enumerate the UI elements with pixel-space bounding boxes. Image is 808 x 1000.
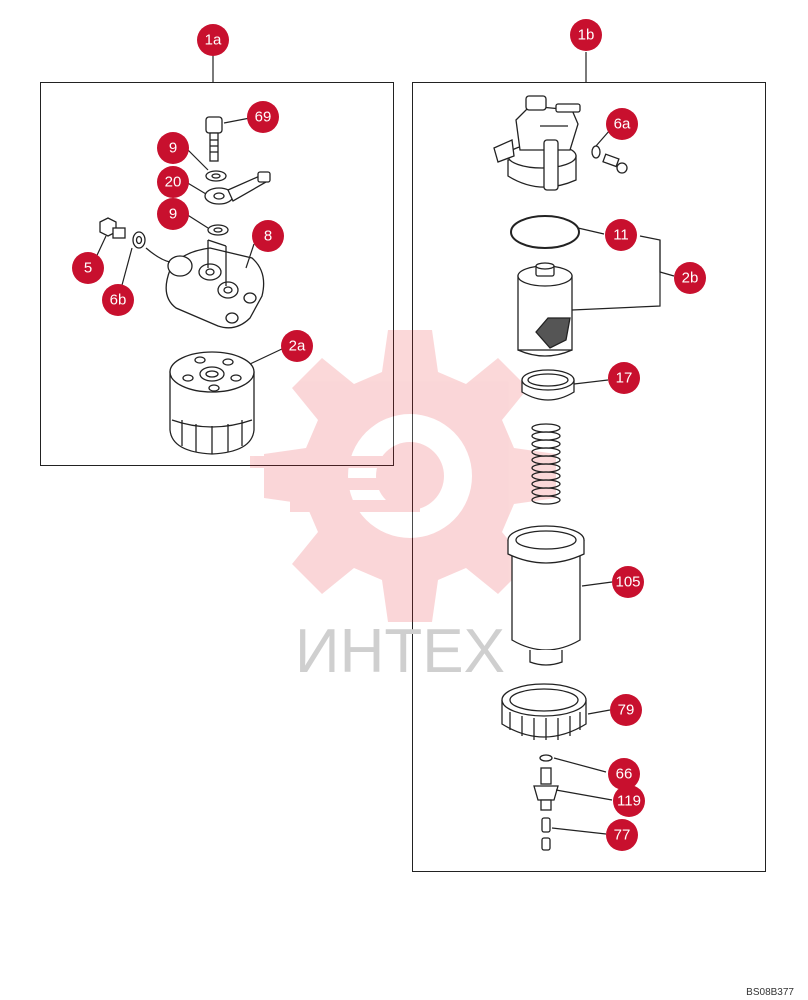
group-1b-parts bbox=[493, 95, 628, 851]
svg-text:77: 77 bbox=[614, 827, 631, 844]
filter-element-part-2b bbox=[517, 262, 573, 357]
callout-1a: 1a bbox=[197, 24, 229, 56]
callout-79: 79 bbox=[610, 694, 642, 726]
callout-17: 17 bbox=[608, 362, 640, 394]
callout-9-lower: 9 bbox=[157, 198, 189, 230]
svg-text:119: 119 bbox=[617, 793, 641, 810]
drain-plug-part-119 bbox=[533, 767, 559, 811]
filter-cartridge-part-2a bbox=[169, 351, 255, 455]
screw-part-6a bbox=[602, 153, 628, 174]
ring-part-17 bbox=[521, 369, 575, 401]
callout-8: 8 bbox=[252, 220, 284, 252]
svg-text:17: 17 bbox=[616, 370, 633, 387]
filter-head-part-8 bbox=[165, 239, 265, 329]
svg-text:11: 11 bbox=[613, 227, 629, 244]
svg-text:1b: 1b bbox=[578, 27, 595, 44]
callout-9-upper: 9 bbox=[157, 132, 189, 164]
pin-part-77 bbox=[541, 817, 551, 851]
callout-66: 66 bbox=[608, 758, 640, 790]
o-ring-part-11 bbox=[510, 215, 580, 249]
group-1b-frame bbox=[412, 82, 766, 872]
group-1a-frame bbox=[40, 82, 394, 466]
ring-nut-part-79 bbox=[501, 683, 587, 740]
svg-text:6a: 6a bbox=[614, 116, 631, 133]
bowl-part-105 bbox=[507, 525, 585, 666]
svg-text:6b: 6b bbox=[110, 292, 127, 309]
svg-text:20: 20 bbox=[165, 174, 182, 191]
svg-text:66: 66 bbox=[616, 766, 633, 783]
callout-2a: 2a bbox=[281, 330, 313, 362]
bolt-part-69 bbox=[205, 116, 223, 162]
svg-text:9: 9 bbox=[169, 140, 177, 157]
svg-text:79: 79 bbox=[618, 702, 635, 719]
banjo-fitting-part-20 bbox=[204, 171, 271, 205]
svg-text:1a: 1a bbox=[205, 32, 222, 49]
drawing-code: BS08B377 bbox=[746, 987, 794, 998]
svg-text:9: 9 bbox=[169, 206, 177, 223]
callout-6a: 6a bbox=[606, 108, 638, 140]
callout-105: 105 bbox=[612, 566, 644, 598]
callout-119: 119 bbox=[613, 785, 645, 817]
washer-part-6a bbox=[591, 145, 601, 159]
watermark-gear-logo bbox=[250, 330, 556, 622]
svg-text:5: 5 bbox=[84, 260, 92, 277]
callout-20: 20 bbox=[157, 166, 189, 198]
filter-head-1b bbox=[493, 95, 581, 191]
watermark-text: ИНТЕХ bbox=[295, 617, 505, 686]
o-ring-part-66 bbox=[539, 754, 553, 762]
group-1b-leaders bbox=[551, 129, 675, 835]
svg-text:105: 105 bbox=[615, 574, 640, 591]
callout-77: 77 bbox=[606, 819, 638, 851]
svg-text:2a: 2a bbox=[289, 338, 306, 355]
callout-2b: 2b bbox=[674, 262, 706, 294]
spring-part bbox=[531, 423, 561, 505]
svg-text:8: 8 bbox=[264, 228, 272, 245]
callout-5: 5 bbox=[72, 252, 104, 284]
callout-6b: 6b bbox=[102, 284, 134, 316]
callout-11: 11 bbox=[605, 219, 637, 251]
callout-69: 69 bbox=[247, 101, 279, 133]
callout-1b: 1b bbox=[570, 19, 602, 51]
plug-part-5 bbox=[99, 217, 126, 239]
group-1a-parts bbox=[99, 116, 271, 455]
svg-text:2b: 2b bbox=[682, 270, 699, 287]
svg-text:69: 69 bbox=[255, 109, 272, 126]
group-leaders bbox=[212, 52, 587, 82]
